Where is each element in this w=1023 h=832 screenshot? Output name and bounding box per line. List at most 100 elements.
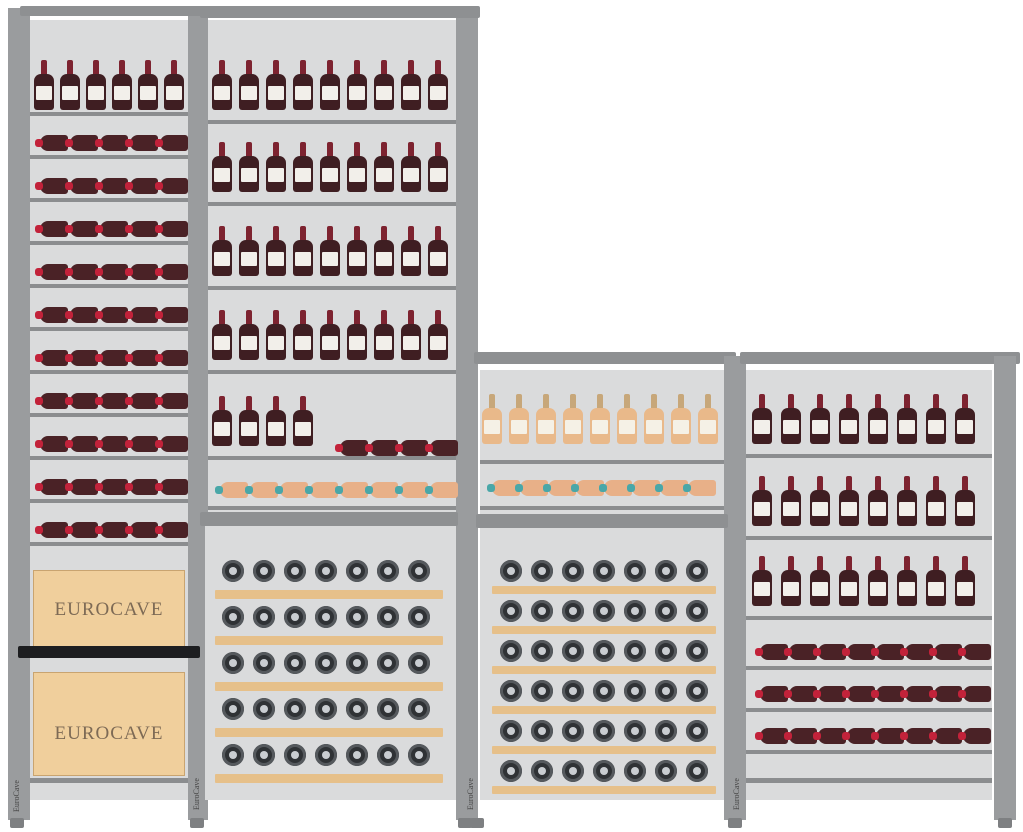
wine-bottle-end (284, 744, 306, 766)
bottle-label (430, 336, 446, 350)
bottle-body (400, 440, 428, 456)
wine-bottle-end (284, 560, 306, 582)
wine-bottle-lying (755, 686, 788, 702)
bottle-neck (273, 60, 279, 76)
bottle-neck (327, 60, 333, 76)
wine-bottle-lying (35, 264, 68, 280)
bottle-body (604, 480, 632, 496)
wine-bottle (347, 310, 367, 362)
drawer-front (492, 586, 716, 594)
bottle-cap (95, 526, 103, 534)
bottle-label (214, 336, 230, 350)
bottle-neck (875, 394, 881, 410)
bottle-neck (246, 60, 252, 76)
bottle-cap (655, 484, 663, 492)
bottle-body (576, 480, 604, 496)
bottle-neck (219, 310, 225, 326)
crate-brand: EUROCAVE (54, 723, 164, 744)
rack-shelf (30, 327, 188, 331)
bottle-body (963, 728, 991, 744)
rack-shelf (208, 286, 456, 290)
wine-bottle (839, 556, 859, 608)
bottle-base (353, 705, 361, 713)
wine-bottle-lying (155, 178, 188, 194)
wine-bottle-end (686, 760, 708, 782)
bottle-base (693, 647, 701, 655)
bottle-base (662, 687, 670, 695)
bottle-neck (846, 476, 852, 492)
rack-d-top (740, 352, 1020, 364)
bottle-cap (95, 139, 103, 147)
bottle-label (241, 422, 257, 436)
rack-shelf (208, 456, 456, 460)
bottle-cap (543, 484, 551, 492)
wine-bottle-end (315, 560, 337, 582)
bottle-cap (65, 268, 73, 276)
bottle-body (847, 686, 875, 702)
wine-bottle-lying (813, 644, 846, 660)
bottle-neck (327, 142, 333, 158)
wine-bottle (810, 556, 830, 608)
wine-bottle-lying (683, 480, 716, 496)
bottle-body (40, 135, 68, 151)
wine-bottle-end (655, 640, 677, 662)
bottle-cap (627, 484, 635, 492)
wine-bottle-end (531, 560, 553, 582)
upright-b-right (456, 8, 478, 820)
bottle-neck (759, 476, 765, 492)
wine-bottle-lying (125, 436, 158, 452)
bottle-cap (95, 397, 103, 405)
bottle-label (619, 420, 635, 434)
bottle-neck (933, 394, 939, 410)
bottle-cap (35, 397, 43, 405)
bottle-base (260, 751, 268, 759)
bottle-neck (759, 556, 765, 572)
bottle-cap (35, 182, 43, 190)
bottle-label (349, 336, 365, 350)
wine-bottle-end (315, 606, 337, 628)
wine-bottle (266, 60, 286, 112)
bottle-label (295, 86, 311, 100)
wine-bottle-lying (871, 728, 904, 744)
bottle-cap (599, 484, 607, 492)
wine-bottle-end (315, 744, 337, 766)
wine-bottle (293, 226, 313, 278)
wine-bottle-lying (65, 307, 98, 323)
wine-bottle-lying (425, 440, 458, 456)
bottle-neck (962, 556, 968, 572)
bottle-cap (571, 484, 579, 492)
bottle-body (130, 350, 158, 366)
wine-bottle (266, 310, 286, 362)
bottle-body (100, 522, 128, 538)
wine-bottle-end (624, 720, 646, 742)
wine-bottle-end (315, 652, 337, 674)
wine-bottle-end (500, 640, 522, 662)
bottle-cap (35, 311, 43, 319)
wine-bottle (401, 226, 421, 278)
wine-bottle-lying (95, 522, 128, 538)
bottle-base (415, 613, 423, 621)
bottle-body (40, 264, 68, 280)
wine-bottle (868, 394, 888, 446)
drawer-front (492, 786, 716, 794)
rack-shelf (746, 454, 992, 458)
wine-bottle-lying (929, 728, 962, 744)
bottle-label (783, 420, 799, 434)
wine-bottle-end (593, 560, 615, 582)
wine-bottle (428, 142, 448, 194)
bottle-base (260, 659, 268, 667)
bottle-base (415, 751, 423, 759)
bottle-base (384, 613, 392, 621)
bottle-neck (246, 226, 252, 242)
wine-bottle-lying (95, 436, 128, 452)
bottle-label (403, 168, 419, 182)
bottle-body (934, 728, 962, 744)
bottle-label (241, 336, 257, 350)
rack-shelf (30, 413, 188, 417)
wine-bottle (60, 60, 80, 112)
wine-bottle (752, 556, 772, 608)
bottle-base (415, 659, 423, 667)
bottle-label (214, 86, 230, 100)
bottle-body (340, 440, 368, 456)
bottle-neck (300, 60, 306, 76)
